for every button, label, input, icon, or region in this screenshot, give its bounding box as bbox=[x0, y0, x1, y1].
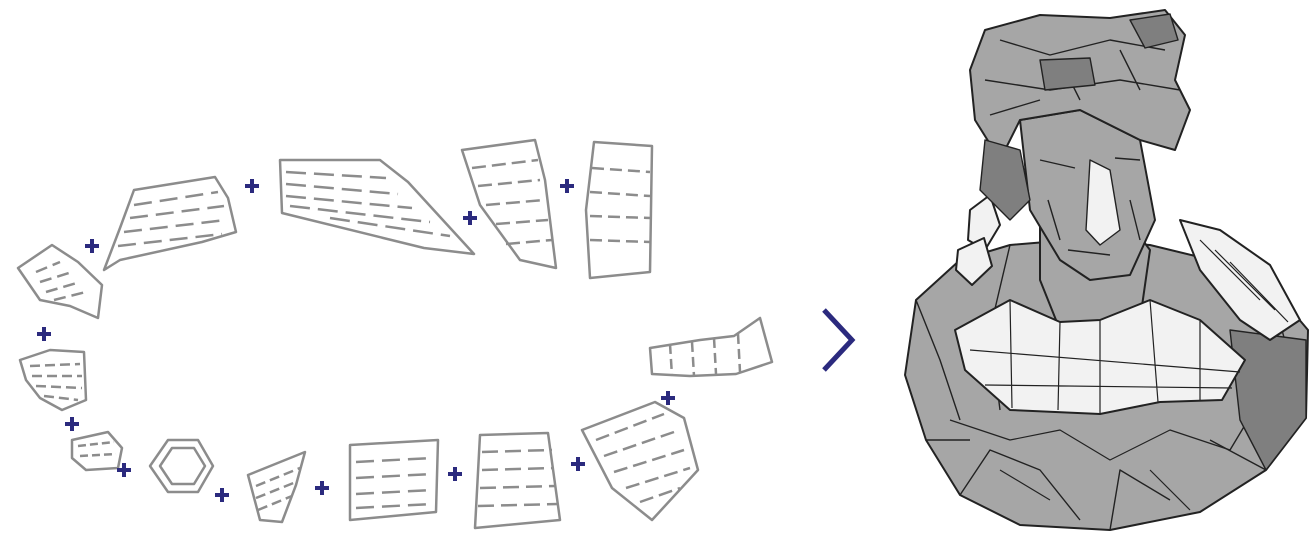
plus-icon bbox=[571, 457, 585, 471]
plus-icon bbox=[215, 488, 229, 502]
plus-icon bbox=[85, 239, 99, 253]
piece-bottom-rect-2 bbox=[475, 433, 560, 528]
assembled-bust-model bbox=[905, 10, 1308, 530]
unfolded-pieces bbox=[18, 140, 772, 528]
plus-icon bbox=[463, 211, 477, 225]
piece-right-upper bbox=[650, 318, 772, 376]
piece-top-center bbox=[280, 160, 474, 254]
piece-bottom-rect-1 bbox=[350, 440, 438, 520]
piece-bottom-right bbox=[582, 402, 698, 520]
piece-top-right-2 bbox=[586, 142, 652, 278]
piece-top-left bbox=[104, 177, 236, 270]
plus-icon bbox=[560, 179, 574, 193]
plus-icon bbox=[448, 467, 462, 481]
piece-top-right-1 bbox=[462, 140, 556, 268]
plus-icon bbox=[315, 481, 329, 495]
chevron-right-icon bbox=[824, 310, 852, 370]
plus-icon bbox=[661, 391, 675, 405]
plus-icon bbox=[245, 179, 259, 193]
plus-icon bbox=[37, 327, 51, 341]
piece-left-lower bbox=[72, 432, 122, 470]
piece-left-middle bbox=[20, 350, 86, 410]
piece-bottom-wedge bbox=[248, 452, 305, 522]
piece-hexagon bbox=[150, 440, 213, 492]
piece-left-upper bbox=[18, 245, 102, 318]
plus-icon bbox=[65, 417, 79, 431]
